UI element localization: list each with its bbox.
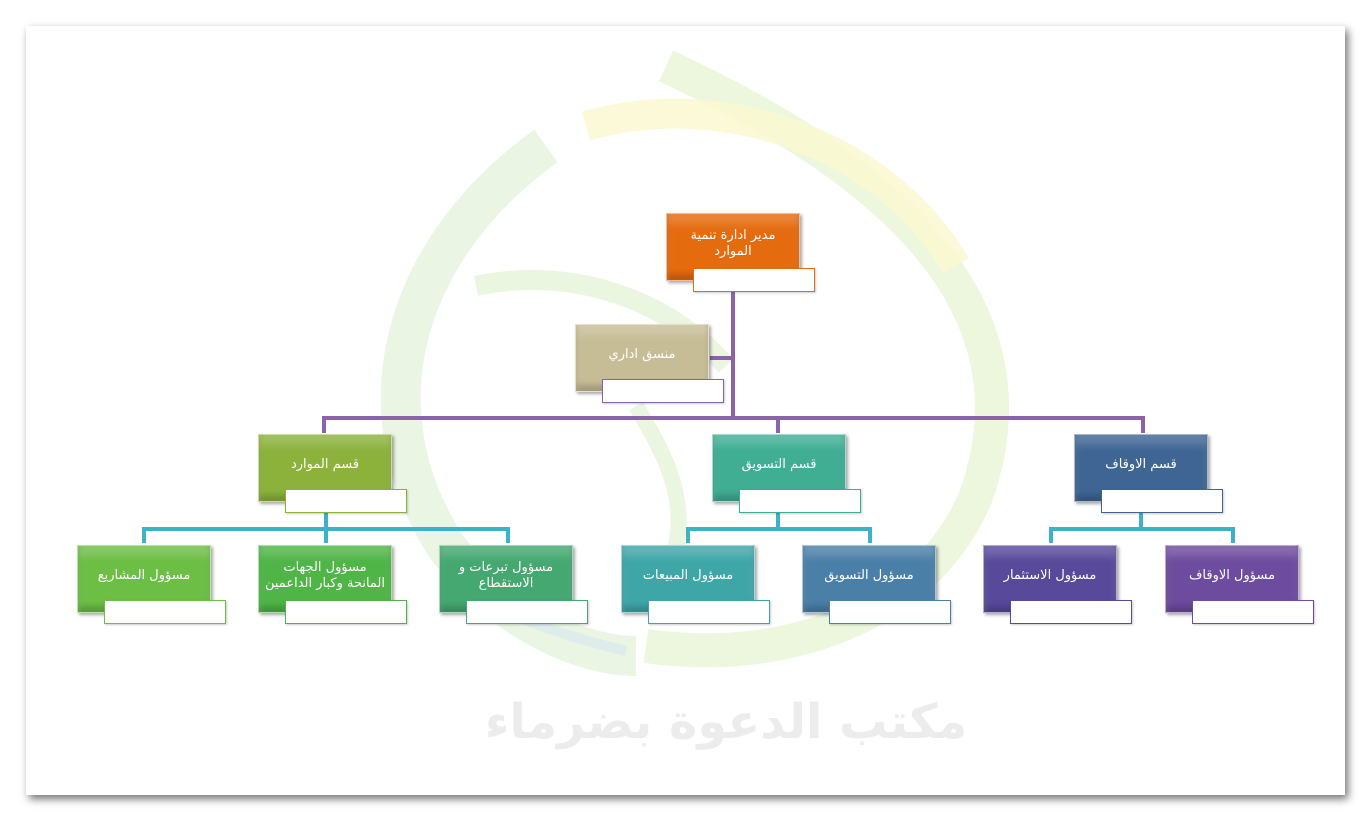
node-dept-resources-subtitle-box: [285, 489, 407, 513]
node-dept-marketing-label: قسم التسويق: [741, 457, 817, 472]
node-donations-officer-label: مسؤول تبرعات و الاستقطاع: [458, 560, 554, 591]
node-donations-officer-subtitle-box: [466, 600, 588, 624]
node-donors-officer-subtitle-box: [285, 600, 407, 624]
connector-endowment: [1049, 527, 1235, 543]
node-director-label: مدير ادارة تنمية الموارد: [690, 228, 776, 259]
connector-marketing: [686, 527, 872, 543]
node-projects-officer-subtitle-box: [104, 600, 226, 624]
node-projects-officer-label: مسؤول المشاريع: [97, 568, 191, 583]
node-director-subtitle-box: [693, 268, 815, 292]
connector-departments: [322, 416, 1145, 433]
node-dept-marketing-subtitle-box: [739, 489, 861, 513]
node-dept-endowment-subtitle-box: [1101, 489, 1223, 513]
node-marketing-officer-subtitle-box: [829, 600, 951, 624]
node-coordinator-label: منسق اداري: [608, 347, 676, 362]
slide-canvas: مكتب الدعوة بضرماء مدير ادارة تنمية المو…: [26, 26, 1345, 795]
node-endowment-officer-label: مسؤول الاوقاف: [1188, 568, 1276, 583]
node-dept-resources-label: قسم الموارد: [290, 457, 360, 472]
node-donors-officer-label: مسؤول الجهات المانحة وكبار الداعمين: [264, 560, 386, 591]
node-endowment-officer-subtitle-box: [1192, 600, 1314, 624]
node-investment-officer-label: مسؤول الاستثمار: [1003, 568, 1097, 583]
node-sales-officer-subtitle-box: [648, 600, 770, 624]
node-coordinator-subtitle-box: [602, 379, 724, 403]
node-investment-officer-subtitle-box: [1010, 600, 1132, 624]
watermark-text: مكتب الدعوة بضرماء: [484, 694, 968, 750]
node-dept-endowment-label: قسم الاوقاف: [1105, 457, 1177, 472]
org-connectors: [142, 292, 1235, 543]
node-sales-officer-label: مسؤول المبيعات: [642, 568, 734, 583]
node-marketing-officer-label: مسؤول التسويق: [824, 568, 914, 583]
